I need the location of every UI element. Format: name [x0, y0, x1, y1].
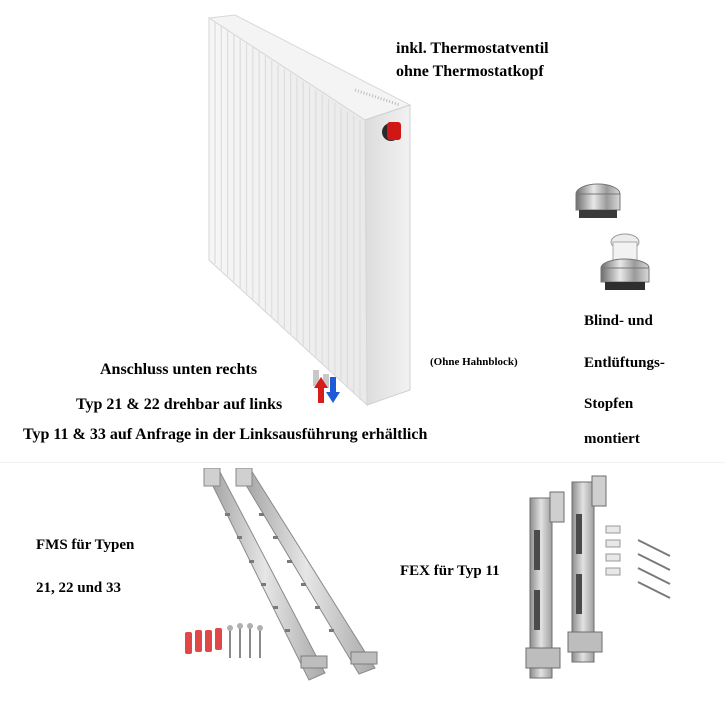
- connection-line2: Typ 21 & 22 drehbar auf links: [76, 396, 283, 413]
- valve-note-line1: inkl. Thermostatventil: [396, 40, 549, 57]
- plugs-label-line4: montiert: [584, 431, 640, 447]
- connection-line3: Typ 11 & 33 auf Anfrage in der Linksausf…: [23, 426, 428, 443]
- plugs-label-line2: Entlüftungs-: [584, 355, 665, 371]
- fex-bracket-image: [525, 475, 671, 679]
- plugs-label-line1: Blind- und: [584, 313, 653, 329]
- radiator-image: [207, 14, 412, 407]
- fms-label-line2: 21, 22 und 33: [36, 580, 122, 596]
- flow-arrows-icon: [314, 377, 340, 403]
- plugs-image: [575, 183, 650, 290]
- section-divider: [0, 462, 725, 463]
- connection-line1: Anschluss unten rechts: [100, 361, 258, 378]
- no-valve-block-note: (Ohne Hahnblock): [430, 356, 518, 368]
- valve-note-line2: ohne Thermostatkopf: [396, 63, 544, 80]
- plugs-label-line3: Stopfen: [584, 396, 634, 412]
- fex-label: FEX für Typ 11: [400, 563, 500, 579]
- fms-label-line1: FMS für Typen: [36, 537, 135, 553]
- valve-cap-icon: [387, 122, 401, 140]
- fms-bracket-image: [185, 468, 378, 681]
